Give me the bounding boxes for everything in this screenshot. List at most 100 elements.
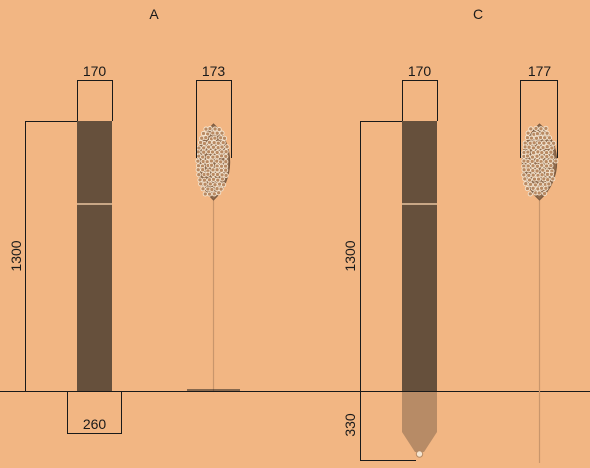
plant-a-width-bracket (196, 80, 232, 158)
grain-seed (208, 158, 214, 164)
grain-seed (218, 159, 224, 165)
post-a-bottom-bracket (67, 391, 122, 434)
panel-c: C 170 1300 330 177 (342, 6, 559, 463)
grain-seed (203, 126, 209, 132)
grain-seed (214, 149, 220, 156)
grain-seed (541, 140, 547, 146)
grain-seed (214, 167, 220, 173)
grain-seed (539, 172, 545, 178)
post-c-height-bracket (360, 121, 402, 392)
grain-seed (200, 186, 206, 192)
grain-seed (530, 145, 536, 151)
grain-seed (219, 144, 225, 150)
grain-seed (535, 144, 541, 150)
grain-seed (218, 167, 224, 173)
grain-seed (200, 154, 206, 160)
grain-seed (544, 153, 550, 160)
grain-seed (527, 177, 533, 183)
grain-seed (210, 130, 216, 136)
grain-seed (543, 159, 549, 165)
grain-seed (197, 177, 203, 183)
grain-seed (200, 167, 206, 173)
panel-a: A 170 1300 260 173 (8, 6, 240, 434)
grain-seed (206, 144, 212, 150)
grain-seed (536, 140, 542, 146)
grain-seed (532, 182, 538, 188)
grain-seed (201, 140, 208, 147)
plant-a-width-label: 173 (202, 63, 226, 79)
grain-seed (221, 135, 228, 141)
grain-seed (209, 149, 216, 155)
grain-seed (198, 181, 204, 187)
grain-seed (533, 135, 540, 141)
grain-seed (534, 168, 540, 174)
grain-seed (522, 176, 528, 182)
post-c-width-bracket (402, 80, 438, 121)
grain-seed (525, 130, 531, 136)
grain-seed (206, 139, 213, 145)
post-c-width-label: 170 (408, 63, 432, 79)
grain-seed (209, 186, 215, 193)
grain-seed (201, 177, 207, 183)
grain-seed (223, 159, 229, 165)
grain-seed (538, 134, 544, 141)
grain-seed (521, 167, 527, 173)
grain-seed (546, 135, 553, 141)
grain-seed (205, 171, 211, 177)
grain-seed (545, 177, 551, 183)
grain-seed (214, 154, 220, 160)
grain-seed (210, 176, 217, 182)
post-c-height-label: 1300 (342, 240, 358, 271)
plant-c-grain-head (521, 123, 559, 201)
grain-seed (544, 130, 550, 136)
grain-seed (528, 135, 535, 141)
grain-seed (223, 172, 229, 178)
grain-seed (202, 191, 208, 197)
grain-seed (538, 126, 544, 132)
grain-seed (542, 135, 548, 141)
plant-c-width-bracket (520, 80, 558, 158)
grain-seed (547, 158, 554, 164)
grain-seed (539, 154, 545, 160)
panel-a-label: A (149, 6, 159, 22)
grain-seed (539, 185, 545, 191)
grain-seed (551, 140, 557, 146)
grain-seed (211, 140, 217, 146)
grain-seed (212, 126, 218, 132)
grain-seed (219, 130, 225, 136)
plant-c-width-label: 177 (528, 63, 552, 79)
grain-seed (534, 163, 540, 169)
grain-seed (216, 126, 222, 133)
grain-seed (537, 181, 544, 187)
grain-seed (223, 153, 229, 159)
grain-seed (531, 176, 538, 182)
post-c-depth-bracket (360, 391, 416, 461)
grain-seed (200, 130, 207, 137)
post-c-depth-label: 330 (342, 413, 358, 437)
grain-seed (523, 181, 529, 187)
grain-seed (546, 181, 552, 187)
grain-seed (540, 130, 546, 136)
grain-seed (544, 144, 550, 150)
grain-seed (223, 149, 229, 155)
grain-seed (207, 191, 213, 197)
grain-seed (207, 181, 213, 187)
grain-seed (524, 186, 530, 192)
grain-seed (212, 135, 218, 141)
grain-seed (540, 167, 546, 173)
grain-seed (525, 167, 531, 173)
grain-seed (214, 130, 220, 136)
grain-seed (542, 190, 548, 197)
grain-seed (210, 144, 216, 150)
post-a-width-bracket (77, 80, 113, 121)
grain-seed (199, 135, 205, 141)
grain-seed (548, 163, 554, 169)
grain-seed (533, 125, 539, 131)
grain-seed (530, 163, 536, 169)
grain-seed (207, 126, 213, 132)
grain-seed (530, 185, 536, 191)
grain-seed (211, 191, 217, 197)
grain-seed (201, 149, 207, 155)
grain-seed (210, 167, 216, 173)
